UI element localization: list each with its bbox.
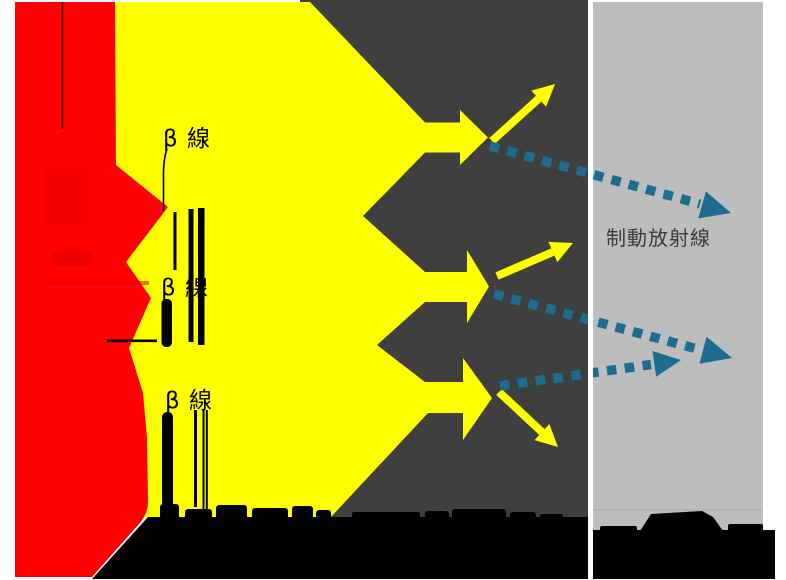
scattered-beta-arrow-3-head — [534, 424, 558, 447]
beta-label-2: β 線 — [161, 275, 209, 301]
shield-slab — [593, 2, 763, 530]
text-silhouette — [452, 509, 506, 520]
bremsstrahlung-label: 制動放射線 — [606, 226, 711, 250]
scattered-beta-arrow-2-shaft — [495, 248, 555, 280]
beta-track — [205, 410, 208, 516]
beta-track-thick — [162, 412, 173, 518]
source-faint-mark — [48, 281, 149, 285]
beta-label-3: β 線 — [165, 388, 213, 414]
beam-region — [112, 2, 492, 518]
text-silhouette — [425, 511, 449, 520]
source-divider-line — [61, 2, 64, 129]
bremsstrahlung-arrow-2 — [492, 289, 732, 364]
scattered-beta-arrow-1-head — [531, 84, 555, 107]
bremsstrahlung-arrow-3 — [499, 351, 681, 391]
bottom-band-right — [588, 530, 775, 579]
bremsstrahlung-arrow-2-head — [699, 336, 732, 364]
beta-track — [194, 410, 197, 507]
shield-slab-edge-line — [593, 509, 763, 511]
text-silhouette — [640, 511, 723, 531]
scattered-beta-arrow-2 — [495, 241, 573, 280]
text-silhouette — [540, 514, 563, 520]
text-silhouette — [216, 505, 247, 520]
beta-track-thick — [161, 299, 172, 347]
beta-track — [202, 410, 205, 513]
text-silhouette — [316, 510, 331, 520]
bottom-band — [92, 504, 775, 579]
source-faint-mark — [52, 251, 92, 266]
slab-gap — [588, 0, 593, 580]
text-silhouette — [185, 509, 212, 520]
beta-track-group-2 — [107, 299, 172, 347]
beta-leader-line-1 — [162, 148, 168, 211]
text-silhouette — [352, 512, 420, 520]
beta-track — [188, 209, 194, 342]
scattered-beta-arrow-3-shaft — [496, 389, 545, 435]
tick-line — [107, 339, 157, 343]
bremsstrahlung-arrow-1-dashes — [488, 141, 702, 209]
text-silhouette — [252, 508, 288, 520]
scattered-beta-arrow-3 — [496, 389, 558, 447]
text-silhouette — [292, 506, 313, 520]
bottom-band-left — [92, 517, 588, 579]
source-region — [15, 2, 168, 577]
beta-track — [198, 208, 205, 345]
source-faint-mark — [44, 165, 90, 225]
text-silhouette — [510, 512, 536, 520]
bremsstrahlung-arrow-3-dashes — [499, 359, 652, 391]
text-silhouette — [728, 524, 763, 533]
scattered-beta-arrow-1-shaft — [489, 95, 542, 144]
beta-label-1: β 線 — [163, 126, 211, 152]
beta-track-group-3 — [162, 410, 208, 518]
beta-track-group-1 — [162, 148, 205, 345]
bremsstrahlung-arrow-1 — [488, 141, 731, 219]
scattered-beta-arrow-2-head — [548, 241, 573, 263]
text-silhouette — [600, 526, 637, 534]
bremsstrahlung-arrow-1-head — [698, 191, 731, 219]
bremsstrahlung-arrow-3-head — [652, 351, 681, 377]
beta-track — [173, 212, 177, 270]
scattered-beta-arrow-1 — [489, 84, 555, 144]
